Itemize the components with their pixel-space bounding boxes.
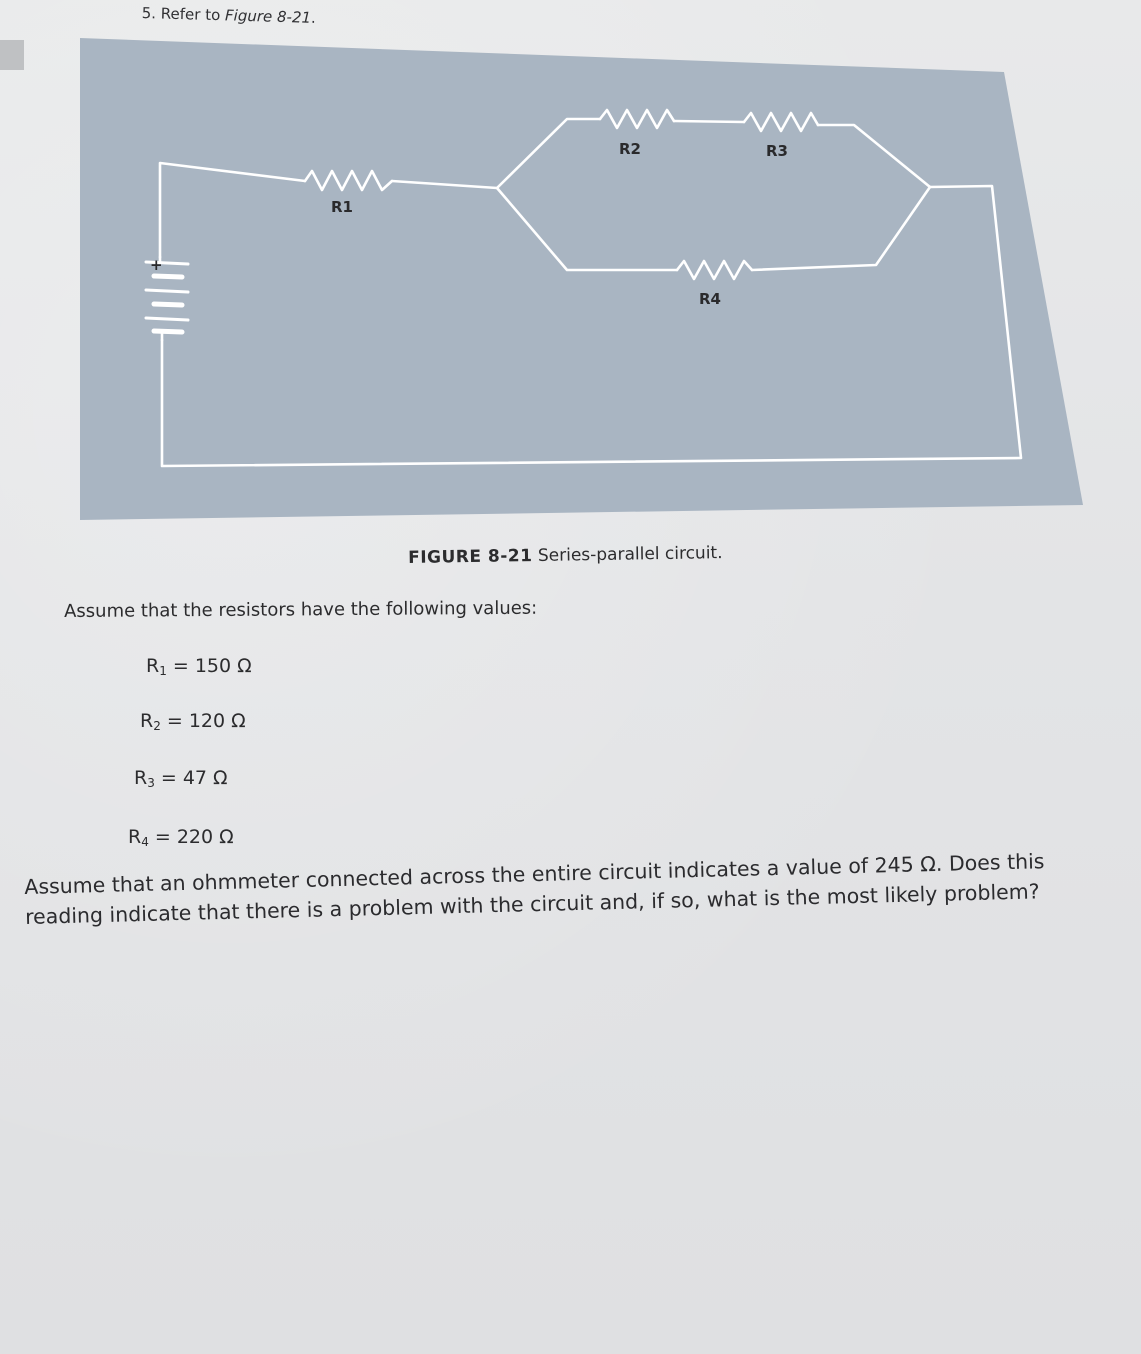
label-r3: R3 bbox=[766, 142, 788, 160]
resistor-r1-symbol bbox=[303, 169, 394, 192]
resistor-r3-symbol bbox=[742, 111, 820, 133]
resistor-value-r2: R2 = 120 Ω bbox=[140, 710, 246, 733]
label-r2: R2 bbox=[619, 140, 641, 158]
caption-label: FIGURE 8-21 bbox=[408, 546, 533, 568]
ohmmeter-question: Assume that an ohmmeter connected across… bbox=[24, 844, 1125, 932]
label-r1: R1 bbox=[331, 198, 353, 216]
wire-left-top bbox=[158, 161, 307, 259]
resistor-value-r1: R1 = 150 Ω bbox=[146, 655, 252, 678]
resistor-r2-symbol bbox=[598, 108, 676, 130]
figure-panel bbox=[80, 38, 1083, 520]
wire-lower-branch-left bbox=[495, 186, 679, 272]
wire-r2-r3 bbox=[672, 119, 746, 124]
resistor-value-r3: R3 = 47 Ω bbox=[134, 767, 228, 790]
caption-text: Series-parallel circuit. bbox=[532, 543, 723, 567]
wire-lower-branch-right bbox=[750, 185, 932, 272]
resistor-r4-symbol bbox=[675, 259, 754, 281]
label-r4: R4 bbox=[699, 290, 721, 308]
wire-return bbox=[160, 184, 1023, 468]
battery-plus-sign: + bbox=[150, 256, 163, 274]
page-edge bbox=[0, 40, 24, 70]
assume-values-text: Assume that the resistors have the follo… bbox=[64, 597, 538, 622]
wire-upper-branch-right bbox=[816, 123, 932, 189]
circuit-figure: + R1 R2 R3 R4 bbox=[80, 38, 1083, 520]
wire-upper-branch-left bbox=[495, 117, 602, 190]
circuit-wires bbox=[158, 108, 1023, 468]
wire-r1-node bbox=[390, 179, 499, 190]
resistor-value-r4: R4 = 220 Ω bbox=[128, 826, 234, 849]
figure-caption: FIGURE 8-21 Series-parallel circuit. bbox=[408, 543, 723, 568]
battery-symbol bbox=[144, 255, 190, 342]
